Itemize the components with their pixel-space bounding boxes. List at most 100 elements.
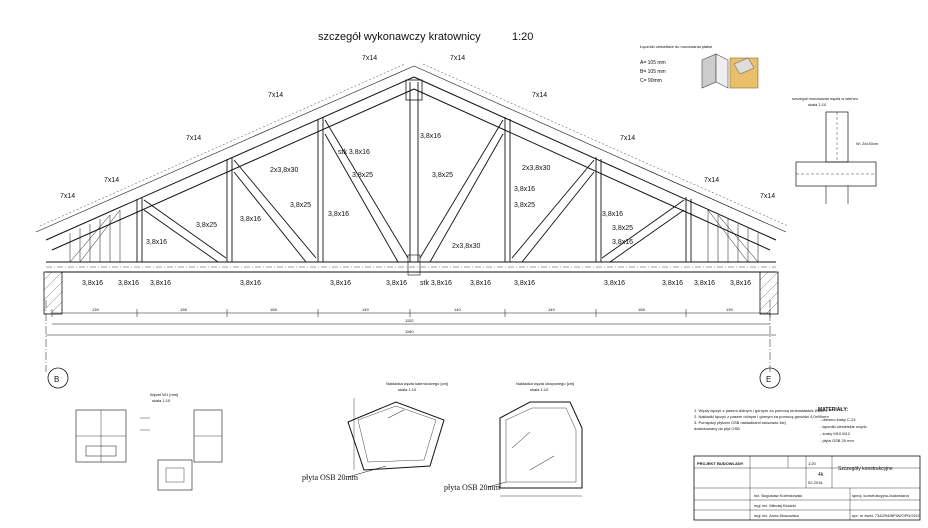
svg-text:3. Pomiędzy płytami OSB nakład: 3. Pomiędzy płytami OSB nakładkami stoso… (694, 420, 786, 425)
svg-text:3,8x25: 3,8x25 (612, 225, 633, 232)
svg-text:stk 3,8x16: stk 3,8x16 (338, 149, 370, 156)
svg-text:149: 149 (548, 307, 555, 312)
plate-legend: Łączniki ciesielskie do mocowania płatwi… (640, 44, 759, 89)
title-block-author: mgr inż. Anna Kłosowska (754, 513, 799, 518)
main-truss (35, 63, 789, 372)
svg-text:168: 168 (270, 307, 277, 312)
bottom-center-plate (407, 254, 421, 276)
top-chord-left-upper (45, 76, 415, 241)
title-block-project: PROJEKT BUDOWLANY (697, 461, 744, 466)
svg-text:3,8x25: 3,8x25 (432, 172, 453, 179)
notes: 1. Węzły łączyć z pasem dolnym i górnym … (694, 407, 868, 443)
gusset-top-label: płyta OSB 20mm (302, 473, 359, 482)
svg-text:2x3,8x30: 2x3,8x30 (522, 165, 551, 172)
svg-text:3,8x16: 3,8x16 (694, 280, 715, 287)
title-block-date: 02.2016 (808, 480, 823, 485)
svg-text:3,8x16: 3,8x16 (730, 280, 751, 287)
svg-text:skala 1:10: skala 1:10 (808, 102, 827, 107)
title-block-checker: mgr inż. Mikołaj Kłodzki (754, 503, 796, 508)
bottom-node-detail: Węzeł W1 [mm] skala 1:10 (75, 392, 223, 491)
svg-text:3,8x16: 3,8x16 (514, 186, 535, 193)
svg-text:7x14: 7x14 (704, 177, 719, 184)
svg-text:- drewno klasy C-24: - drewno klasy C-24 (820, 417, 856, 422)
svg-text:7x14: 7x14 (450, 55, 465, 62)
title-block-spec: specj. konstrukcyjno-budowlana (852, 493, 909, 498)
svg-text:2x3,8x30: 2x3,8x30 (452, 243, 481, 250)
svg-text:- łączniki ciesielskie ocynk.: - łączniki ciesielskie ocynk. (820, 424, 868, 429)
axis-bubble-right (759, 367, 781, 389)
svg-text:7x14: 7x14 (620, 135, 635, 142)
svg-text:3,8x16: 3,8x16 (328, 211, 349, 218)
svg-text:2x3,8x30: 2x3,8x30 (270, 167, 299, 174)
svg-text:139: 139 (726, 307, 733, 312)
svg-text:3,8x25: 3,8x25 (196, 222, 217, 229)
svg-text:skala 1:10: skala 1:10 (152, 398, 171, 403)
title-block: PROJEKT BUDOWLANY 1:20 4k Szczegóły kons… (693, 455, 921, 521)
svg-text:Nakładka węzła kalenicowego [c: Nakładka węzła kalenicowego [cm] (386, 381, 448, 386)
svg-text:Węzeł W1 [mm]: Węzeł W1 [mm] (150, 392, 178, 397)
drawing-scale: 1:20 (512, 31, 533, 43)
svg-text:3,8x16: 3,8x16 (386, 280, 407, 287)
plate-legend-b: B= 105 mm (640, 69, 666, 75)
dimension-texts: 139 158 168 149 140 149 168 139 1152 118… (92, 307, 733, 334)
svg-text:3,8x16: 3,8x16 (604, 280, 625, 287)
ridge-plate (405, 79, 423, 101)
title-block-sheet: 4k (818, 472, 824, 478)
drawing-title: szczegół wykonawczy kratownicy (318, 31, 481, 43)
gusset-side-detail: Nakładka węzła okapowego [cm] skala 1:10… (444, 381, 583, 497)
svg-text:3,8x16: 3,8x16 (118, 280, 139, 287)
gusset-top-plate (347, 401, 445, 471)
svg-text:1152: 1152 (405, 318, 414, 323)
svg-text:3,8x16: 3,8x16 (612, 239, 633, 246)
svg-text:Nakładka węzła okapowego [cm]: Nakładka węzła okapowego [cm] (516, 381, 574, 386)
svg-text:3,8x25: 3,8x25 (514, 202, 535, 209)
svg-text:3,8x16: 3,8x16 (240, 216, 261, 223)
top-chord-right-lower (413, 88, 771, 251)
svg-text:168: 168 (638, 307, 645, 312)
svg-text:7x14: 7x14 (362, 55, 377, 62)
left-support (43, 271, 63, 315)
svg-text:7x14: 7x14 (104, 177, 119, 184)
gusset-top-detail: Nakładka węzła kalenicowego [cm] skala 1… (302, 381, 448, 482)
svg-text:7x14: 7x14 (532, 92, 547, 99)
right-support (759, 271, 779, 315)
svg-text:7x14: 7x14 (186, 135, 201, 142)
svg-text:3,8x16: 3,8x16 (602, 211, 623, 218)
svg-text:2. Nakładki łączyć z pasem dol: 2. Nakładki łączyć z pasem dolnym i górn… (694, 414, 829, 419)
svg-text:139: 139 (92, 307, 99, 312)
svg-text:MATERIAŁY:: MATERIAŁY: (818, 407, 848, 413)
axis-label-left: B (54, 375, 59, 384)
svg-text:dostosowany do płyt OSB: dostosowany do płyt OSB (694, 426, 740, 431)
plate-bracket-icon (701, 53, 717, 89)
svg-text:3,8x25: 3,8x25 (352, 172, 373, 179)
title-block-scale: 1:20 (808, 461, 817, 466)
svg-text:158: 158 (180, 307, 187, 312)
svg-text:149: 149 (362, 307, 369, 312)
svg-text:- śruby M10 M12: - śruby M10 M12 (820, 431, 851, 436)
svg-text:1180: 1180 (405, 329, 414, 334)
batten-line-left (35, 65, 415, 233)
svg-text:3,8x16: 3,8x16 (514, 280, 535, 287)
svg-text:140: 140 (454, 307, 461, 312)
svg-text:3,8x16: 3,8x16 (330, 280, 351, 287)
axis-label-right: E (766, 375, 771, 384)
top-chord-right-upper (413, 76, 777, 241)
title-block-rights: upr. nr ewid. 7342/94/BPiW/OPD/2010 (852, 513, 921, 518)
svg-text:3,8x25: 3,8x25 (290, 202, 311, 209)
svg-text:1. Węzły łączyć z pasem dolnym: 1. Węzły łączyć z pasem dolnym i górnym … (694, 408, 827, 413)
dim-line-top-right (422, 63, 789, 227)
svg-text:7x14: 7x14 (760, 193, 775, 200)
svg-text:3,8x16: 3,8x16 (420, 133, 441, 140)
gusset-side-label: płyta OSB 20mm (444, 483, 501, 492)
svg-text:3,8x16: 3,8x16 (470, 280, 491, 287)
title-block-name: Szczegóły konstrukcyjne (838, 466, 893, 472)
svg-text:3,8x16: 3,8x16 (662, 280, 683, 287)
node-detail: szczegół mocowania węzła w wieńcu skala … (792, 96, 879, 204)
svg-text:3,8x16: 3,8x16 (240, 280, 261, 287)
svg-text:stk 3,8x16: stk 3,8x16 (420, 280, 452, 287)
dim-line-top-left (39, 63, 406, 227)
svg-text:3,8x16: 3,8x16 (146, 239, 167, 246)
svg-text:skala 1:10: skala 1:10 (398, 387, 417, 392)
